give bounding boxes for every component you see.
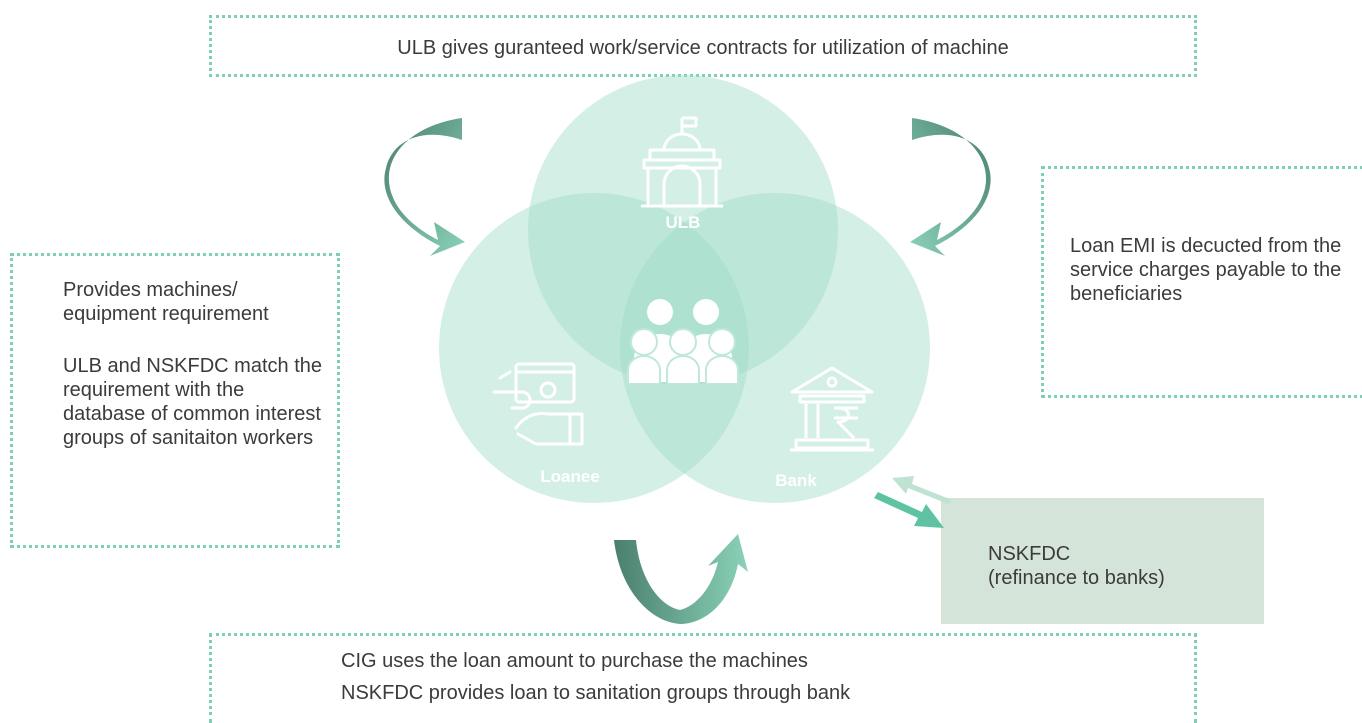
right-dotted-box: Loan EMI is decucted from the service ch… [1041,166,1362,398]
top-box-text: ULB gives guranteed work/service contrac… [397,37,1009,59]
arrow-to-bank-icon [892,476,952,504]
venn-diagram: ULB Loanee Bank [384,75,991,624]
building-dome-icon [641,116,723,208]
group-people-icon [627,299,739,385]
ulb-label: ULB [666,213,701,232]
nskfdc-box: NSKFDC (refinance to banks) [941,498,1264,624]
money-hand-icon [492,362,584,446]
bank-label: Bank [775,471,817,490]
left-dotted-box: Provides machines/ equipment requirement… [10,253,340,548]
curved-arrow-icon [384,118,465,256]
left-box-line2: ULB and NSKFDC match the requirement wit… [63,355,322,449]
bottom-box-line1: CIG uses the loan amount to purchase the… [341,650,808,672]
nskfdc-line2: (refinance to banks) [988,567,1165,589]
arrow-to-nskfdc-icon [874,492,944,528]
bank-circle [620,193,930,503]
loanee-label: Loanee [540,467,600,486]
left-box-line1: Provides machines/ equipment requirement [63,279,269,325]
ulb-circle [528,75,838,385]
curved-arrow-icon [910,118,991,256]
right-box-text: Loan EMI is decucted from the service ch… [1070,235,1342,305]
bottom-box-line2: NSKFDC provides loan to sanitation group… [341,682,851,704]
curved-arrow-icon [614,534,748,624]
nskfdc-line1: NSKFDC [988,543,1071,565]
top-dotted-box: ULB gives guranteed work/service contrac… [209,15,1197,77]
bank-rupee-icon [790,366,874,452]
bottom-dotted-box: CIG uses the loan amount to purchase the… [209,633,1197,723]
